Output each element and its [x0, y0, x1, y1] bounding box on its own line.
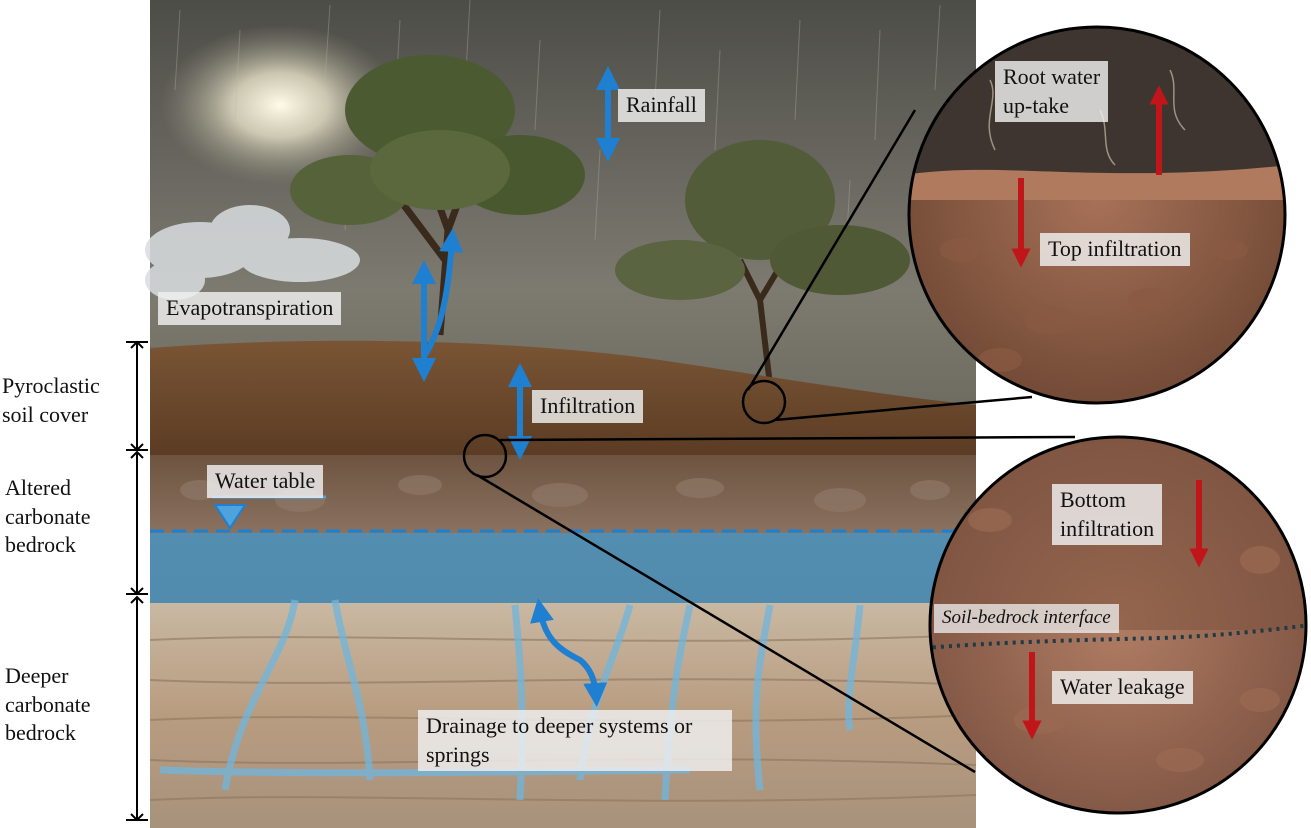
- water-table-triangle-icon: [213, 504, 247, 530]
- saturated-zone: [150, 533, 976, 603]
- label-soil-bedrock-interface: Soil-bedrock interface: [934, 604, 1119, 633]
- layer-brackets: [126, 340, 148, 822]
- label-water-table: Water table: [207, 465, 324, 498]
- label-top-infiltration: Top infiltration: [1040, 233, 1190, 266]
- label-rainfall: Rainfall: [618, 89, 705, 122]
- label-drainage: Drainage to deeper systems or springs: [418, 710, 733, 772]
- label-root-water-uptake: Root water up-take: [995, 61, 1109, 123]
- zoom-bottom-frame: [928, 435, 1308, 815]
- label-deeper-carbonate-bedrock: Deeper carbonate bedrock: [5, 663, 91, 746]
- label-bottom-infiltration: Bottom infiltration: [1052, 484, 1163, 546]
- tree-right: [615, 140, 910, 386]
- evapotranspiration-arrow-right: [422, 228, 464, 357]
- process-arrows: [212, 66, 620, 707]
- soil-bedrock-interface-line: [930, 623, 1306, 650]
- tree-left: [290, 55, 585, 336]
- label-water-leakage: Water leakage: [1052, 671, 1193, 704]
- zoom-connectors: [462, 109, 1076, 774]
- clouds: [145, 205, 360, 300]
- label-infiltration: Infiltration: [532, 390, 644, 423]
- label-evapotranspiration: Evapotranspiration: [158, 292, 342, 325]
- label-pyroclastic-soil-cover: Pyroclastic soil cover: [2, 373, 100, 427]
- drainage-arrow: [530, 598, 608, 707]
- zoom-top-frame: [907, 25, 1287, 405]
- label-altered-carbonate-bedrock: Altered carbonate bedrock: [5, 475, 91, 558]
